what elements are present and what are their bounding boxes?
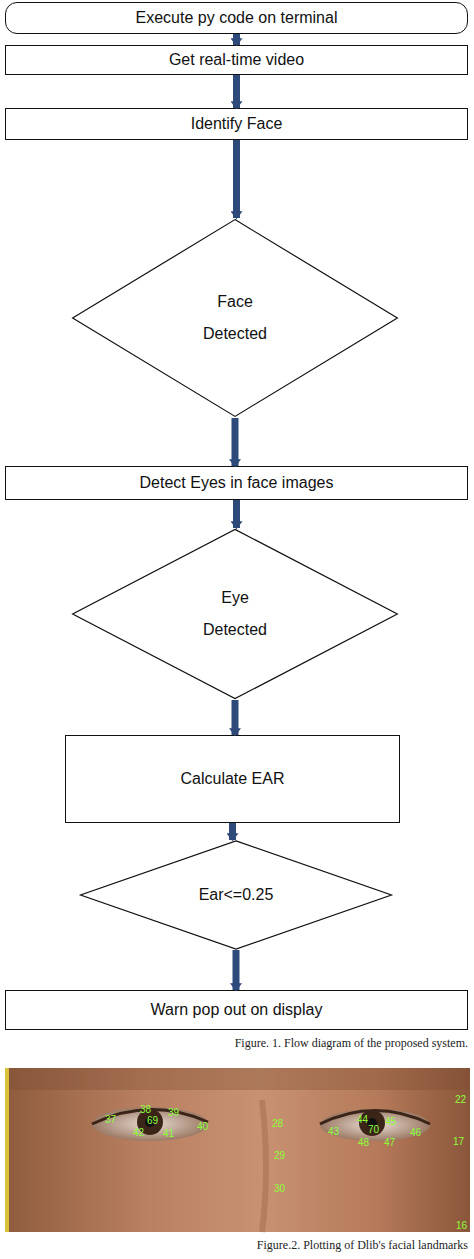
node-text-group: Get real-time video — [169, 51, 304, 69]
process-box: Calculate EAR — [65, 735, 400, 823]
landmark-number: 16 — [456, 1220, 467, 1231]
landmark-number: 69 — [147, 1115, 158, 1126]
node-text-group: Ear<=0.25 — [196, 879, 276, 911]
node-text: Ear<=0.25 — [196, 879, 276, 911]
node-text: Face Detected — [195, 286, 275, 350]
decision-diamond: Face Detected — [70, 218, 400, 418]
landmark-number: 70 — [368, 1124, 379, 1135]
node-text-group: Identify Face — [191, 115, 283, 133]
diamond-outline — [73, 220, 398, 417]
node-text: Detect Eyes in face images — [140, 474, 334, 492]
node-text: Get real-time video — [169, 51, 304, 69]
landmark-number: 37 — [105, 1114, 116, 1125]
node-text: Execute py code on terminal — [136, 9, 338, 27]
flow-arrow — [233, 140, 240, 218]
flow-arrow — [233, 950, 240, 990]
landmark-number: 41 — [163, 1128, 174, 1139]
flow-arrow — [232, 418, 239, 466]
landmark-number: 40 — [197, 1121, 208, 1132]
figure-caption: Figure.2. Plotting of Dlib's facial land… — [257, 1238, 468, 1253]
photo-edge — [5, 1068, 9, 1232]
skin-area — [5, 1068, 470, 1232]
landmark-number: 44 — [357, 1114, 368, 1125]
start-box: Execute py code on terminal — [5, 2, 468, 34]
node-text: Warn pop out on display — [151, 1001, 323, 1019]
diamond-outline — [73, 529, 398, 698]
node-text: Identify Face — [191, 115, 283, 133]
node-text-group: Warn pop out on display — [151, 1001, 323, 1019]
process-box: Detect Eyes in face images — [5, 466, 468, 500]
flow-arrow — [229, 823, 236, 840]
diamond-outline — [70, 218, 400, 418]
landmark-number: 47 — [384, 1137, 395, 1148]
flow-arrow — [233, 500, 240, 528]
node-text-group: Calculate EAR — [180, 770, 284, 788]
end-box: Warn pop out on display — [5, 990, 468, 1030]
landmark-number: 48 — [358, 1137, 369, 1148]
node-text-group: Detect Eyes in face images — [140, 474, 334, 492]
landmark-number: 46 — [410, 1127, 421, 1138]
diamond-outline — [70, 528, 400, 700]
node-text-group: Eye Detected — [195, 582, 275, 646]
decision-diamond: Eye Detected — [70, 528, 400, 700]
right-eyelid — [320, 1111, 430, 1125]
process-box: Get real-time video — [5, 45, 468, 75]
nose-bridge — [262, 1100, 266, 1232]
node-text: Calculate EAR — [180, 770, 284, 788]
node-text: Eye Detected — [195, 582, 275, 646]
landmark-number: 17 — [453, 1136, 464, 1147]
node-text-group: Execute py code on terminal — [136, 9, 338, 27]
flow-arrow — [233, 34, 240, 45]
figure-caption: Figure. 1. Flow diagram of the proposed … — [235, 1036, 468, 1051]
landmark-number: 38 — [140, 1104, 151, 1115]
decision-diamond: Ear<=0.25 — [78, 840, 394, 950]
landmark-number: 42 — [133, 1127, 144, 1138]
landmark-number: 39 — [168, 1107, 179, 1118]
right-eye — [320, 1109, 430, 1141]
landmark-number: 28 — [272, 1118, 283, 1129]
diamond-outline — [81, 841, 392, 949]
brow-shadow — [5, 1068, 470, 1090]
landmark-number: 43 — [328, 1126, 339, 1137]
landmark-number: 29 — [274, 1150, 285, 1161]
landmark-number: 30 — [274, 1183, 285, 1194]
landmark-number: 22 — [455, 1094, 466, 1105]
flow-arrow — [232, 700, 239, 735]
flow-arrow — [233, 75, 240, 108]
landmark-number: 45 — [385, 1116, 396, 1127]
process-box: Identify Face — [5, 108, 468, 140]
node-text-group: Face Detected — [195, 286, 275, 350]
